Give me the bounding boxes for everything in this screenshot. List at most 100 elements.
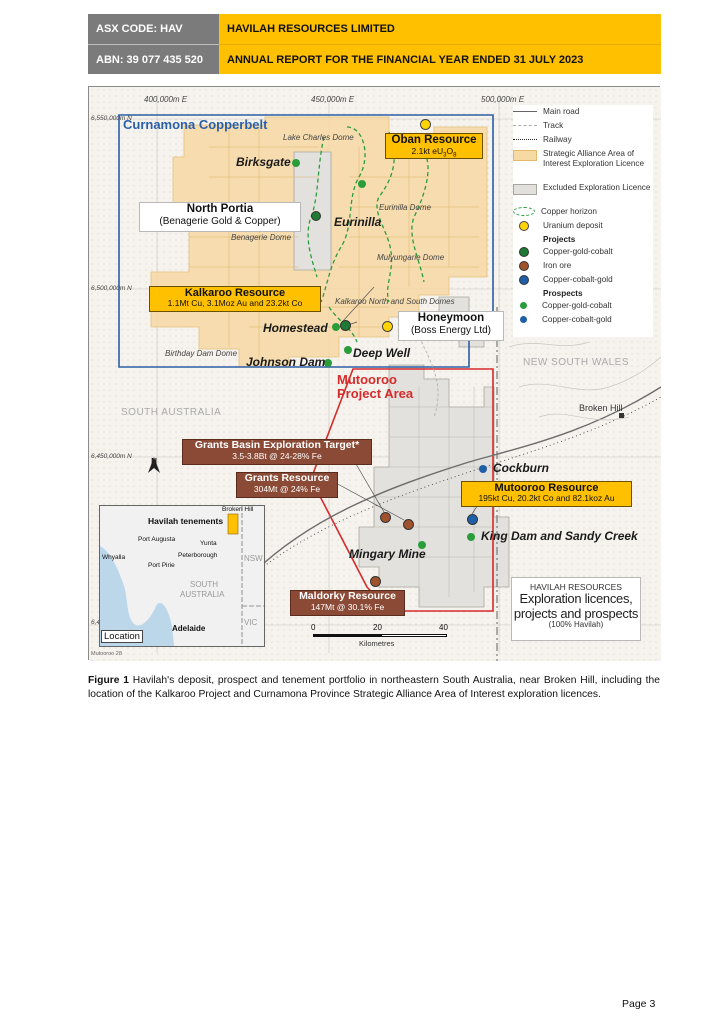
abn-number: ABN: 39 077 435 520 (88, 44, 219, 74)
railway-swatch (513, 139, 537, 141)
legend-main-road: Main road (513, 107, 579, 116)
scale-unit: Kilometres (359, 639, 395, 648)
legend-railway-label: Railway (543, 135, 572, 144)
scale-seg-white (381, 634, 447, 637)
prospect-ccg-swatch (520, 316, 527, 324)
grants-basin-box: Grants Basin Exploration Target* 3.5-3.8… (182, 439, 372, 465)
inset-australia: AUSTRALIA (180, 590, 225, 599)
oban-sub3: 3 (443, 152, 447, 159)
main-road-swatch (513, 111, 537, 113)
project-iron-swatch (519, 261, 529, 271)
oban-detail: 2.1kt eU3O8 (386, 145, 482, 159)
legend-project-ccg-label: Copper-cobalt-gold (543, 275, 613, 285)
broken-hill-label: Broken Hill (579, 403, 623, 413)
north-portia-detail: (Benagerie Gold & Copper) (159, 215, 281, 227)
kalkaroo-resource-box: Kalkaroo Resource 1.1Mt Cu, 3.1Moz Au an… (149, 286, 321, 312)
prospect-cockburn: Cockburn (493, 461, 550, 475)
legend-track-label: Track (543, 121, 564, 130)
grants-resource-box: Grants Resource 304Mt @ 24% Fe (236, 472, 338, 498)
grid-label-n64: 6,4 (91, 619, 101, 626)
honeymoon-title: Honeymoon (417, 312, 485, 324)
map-id: Mutooroo 28 (91, 651, 122, 657)
prospect-cgc-swatch (520, 302, 527, 310)
king-dam-prospect-dot (467, 533, 475, 541)
prospect-mingary: Mingary Mine (349, 547, 426, 561)
report-title: ANNUAL REPORT FOR THE FINANCIAL YEAR END… (219, 44, 661, 74)
company-name: HAVILAH RESOURCES LIMITED (219, 14, 661, 44)
cockburn-prospect-dot (479, 465, 487, 473)
kalkaroo-detail: 1.1Mt Cu, 3.1Moz Au and 23.2kt Co (167, 298, 303, 309)
mingary-prospect-dot (418, 541, 426, 549)
prospect-deep-well: Deep Well (353, 346, 411, 360)
inset-port-augusta: Port Augusta (138, 536, 176, 543)
scale-tick-0: 0 (311, 623, 316, 632)
homestead-prospect-dot (332, 323, 340, 331)
figure-label: Figure 1 (88, 675, 129, 686)
broken-hill-marker (619, 413, 624, 418)
johnson-dam-prospect-dot (324, 359, 332, 367)
legend-main-road-label: Main road (543, 107, 580, 116)
prospect-birksgate: Birksgate (236, 155, 291, 169)
scale-tick-40: 40 (439, 623, 448, 632)
inset-nsw: NSW (244, 554, 263, 563)
prospect-eurinilla: Eurinilla (334, 215, 382, 229)
legend-prospect-cgc: Copper-gold-cobalt (513, 301, 612, 310)
info-line1: Exploration licences, (519, 591, 633, 607)
kalkaroo-project-dot (340, 320, 351, 331)
maldorky-title: Maldorky Resource (299, 590, 396, 602)
oban-sub8: 8 (453, 152, 457, 159)
maldorky-resource-box: Maldorky Resource 147Mt @ 30.1% Fe (290, 590, 405, 616)
dome-mulyungarie: Mulyungarie Dome (377, 253, 445, 262)
maldorky-detail: 147Mt @ 30.1% Fe (310, 601, 385, 612)
dome-eurinilla: Eurinilla Dome (379, 203, 432, 212)
oban-detail-text: 2.1kt eU (411, 145, 444, 156)
legend-uranium: Uranium deposit (513, 221, 603, 231)
scale-bar: 0 20 40 Kilometres (311, 623, 451, 651)
inset-adelaide: Adelaide (172, 624, 206, 633)
map-legend: Main road Track Railway Strategic Allian… (513, 105, 653, 337)
north-arrow: N (147, 457, 161, 483)
mutooroo-detail: 195kt Cu, 20.2kt Co and 82.1koz Au (478, 493, 615, 504)
legend-strategic-label: Strategic Alliance Area of Interest Expl… (543, 149, 645, 168)
oban-uranium-dot (420, 119, 431, 130)
legend-prospect-ccg: Copper-cobalt-gold (513, 315, 612, 324)
grants-detail: 304Mt @ 24% Fe (253, 483, 321, 494)
north-portia-box: North Portia (Benagerie Gold & Copper) (139, 202, 301, 232)
legend-project-ccg: Copper-cobalt-gold (513, 275, 613, 285)
north-portia-project-dot (311, 211, 321, 221)
copper-horizon-swatch (513, 207, 535, 217)
location-inset: Broken Hill Havilah tenements Port Augus… (99, 505, 265, 647)
grid-label-e400: 400,000m E (144, 95, 188, 104)
north-arrow-icon (148, 457, 160, 473)
state-label-nsw: NEW SOUTH WALES (523, 357, 630, 368)
info-line2: projects and prospects (513, 605, 639, 621)
grants-title: Grants Resource (244, 472, 330, 484)
north-portia-title: North Portia (186, 203, 254, 215)
track-swatch (513, 125, 537, 127)
inset-south: SOUTH (190, 580, 218, 589)
inset-yunta: Yunta (200, 540, 217, 547)
project-ccg-swatch (519, 275, 529, 285)
mutooroo-project-label: Mutooroo Project Area (337, 373, 413, 401)
licence-info-box: HAVILAH RESOURCES Exploration licences, … (511, 577, 641, 641)
inset-tenements: Havilah tenements (148, 516, 224, 526)
inset-whyalla: Whyalla (102, 554, 126, 561)
grants-iron-dot (403, 519, 414, 530)
prospect-homestead: Homestead (263, 321, 328, 335)
legend-track: Track (513, 121, 563, 130)
legend-project-iron-label: Iron ore (543, 261, 572, 271)
inset-broken-hill: Broken Hill (222, 506, 254, 513)
mutooroo-title: Mutooroo Resource (494, 482, 599, 494)
dome-kalkaroo-north: Kalkaroo North and South Domes (335, 297, 455, 306)
legend-copper-horizon-label: Copper horizon (541, 207, 597, 216)
oban-title: Oban Resource (391, 134, 477, 146)
excluded-swatch (513, 184, 537, 195)
grants-basin-iron-dot (380, 512, 391, 523)
legend-projects-heading: Projects (543, 235, 576, 244)
oban-o: O (446, 145, 454, 156)
dome-benagerie: Benagerie Dome (231, 233, 292, 242)
grants-basin-title: Grants Basin Exploration Target* (194, 439, 360, 451)
inset-map-graphic (100, 506, 264, 646)
curnamona-title: Curnamona Copperbelt (123, 117, 268, 132)
honeymoon-uranium-dot (382, 321, 393, 332)
